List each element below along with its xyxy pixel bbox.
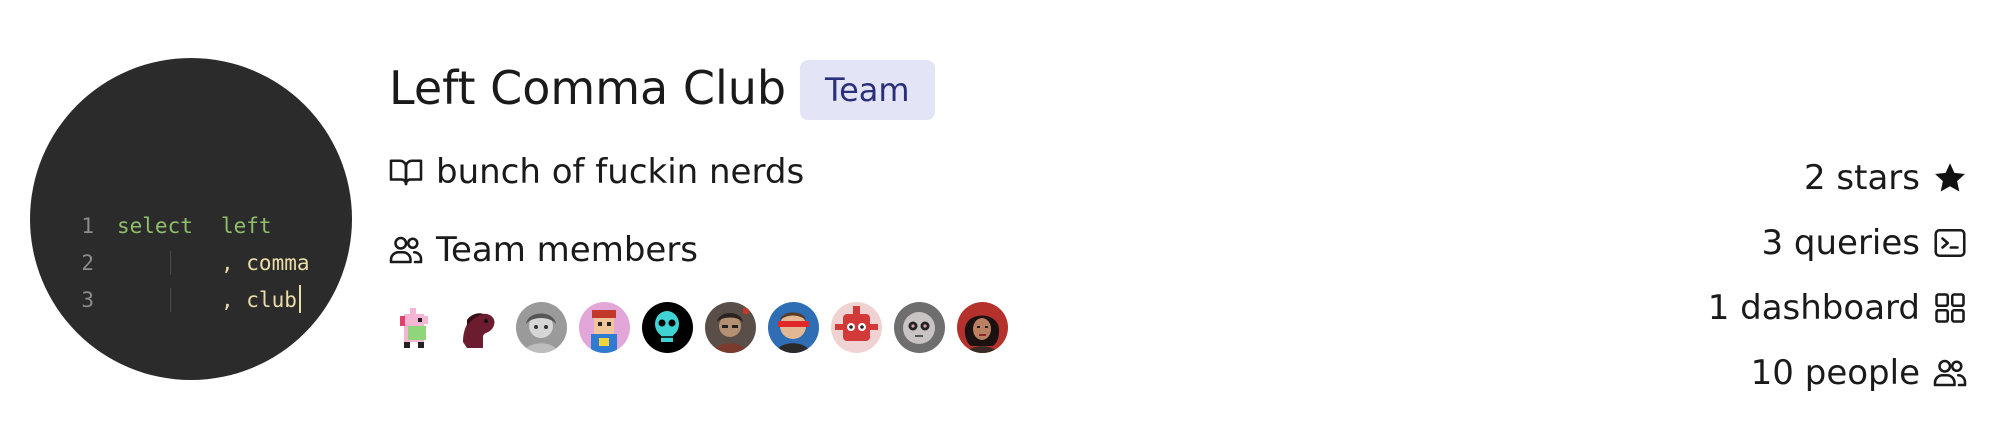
- terminal-icon: [1934, 228, 1966, 257]
- stat-stars[interactable]: 2 stars: [1804, 145, 1968, 210]
- team-stats: 2 stars 3 queries 1 dashboard 10 people: [1708, 145, 1968, 405]
- stars-count: 2 stars: [1803, 157, 1920, 198]
- team-name: Left Comma Club: [389, 61, 787, 115]
- code-text: , club: [221, 288, 297, 312]
- member-avatar-8[interactable]: [831, 302, 882, 353]
- team-members-heading: Team members: [388, 228, 698, 272]
- member-avatar-3[interactable]: [516, 302, 567, 353]
- stat-queries[interactable]: 3 queries: [1761, 210, 1968, 275]
- users-icon: [1933, 359, 1967, 386]
- member-avatar-6[interactable]: [705, 302, 756, 353]
- indent-guide: [170, 251, 171, 275]
- dashboards-count: 1 dashboard: [1707, 287, 1920, 328]
- indent-guide: [170, 288, 171, 312]
- code-line: 2 , comma: [30, 245, 352, 281]
- line-number: 1: [81, 214, 94, 238]
- code-text: , comma: [221, 251, 310, 275]
- star-icon: [1935, 162, 1965, 191]
- stat-dashboards[interactable]: 1 dashboard: [1708, 275, 1968, 340]
- team-type-badge: Team: [800, 60, 935, 120]
- team-logo: 1 select left 2 , comma 3 , club: [30, 58, 352, 380]
- line-number: 2: [81, 251, 94, 275]
- member-avatars: [390, 302, 1008, 353]
- users-icon: [389, 236, 423, 264]
- member-avatar-5[interactable]: [642, 302, 693, 353]
- grid-icon: [1935, 292, 1965, 323]
- code-keyword: select: [117, 214, 193, 238]
- stat-people[interactable]: 10 people: [1751, 340, 1968, 405]
- people-count: 10 people: [1750, 352, 1920, 393]
- queries-count: 3 queries: [1761, 222, 1920, 263]
- book-open-icon: [389, 159, 423, 186]
- code-identifier: left: [221, 214, 272, 238]
- member-avatar-7[interactable]: [768, 302, 819, 353]
- text-cursor: [298, 285, 301, 313]
- member-avatar-9[interactable]: [894, 302, 945, 353]
- team-bio-text: bunch of fuckin nerds: [436, 152, 805, 192]
- team-bio: bunch of fuckin nerds: [388, 150, 804, 194]
- member-avatar-1[interactable]: [390, 302, 441, 353]
- line-number: 3: [81, 288, 94, 312]
- team-members-label: Team members: [436, 230, 699, 270]
- code-line: 1 select left: [30, 208, 352, 244]
- member-avatar-2[interactable]: [453, 302, 504, 353]
- member-avatar-10[interactable]: [957, 302, 1008, 353]
- code-line: 3 , club: [30, 282, 352, 318]
- member-avatar-4[interactable]: [579, 302, 630, 353]
